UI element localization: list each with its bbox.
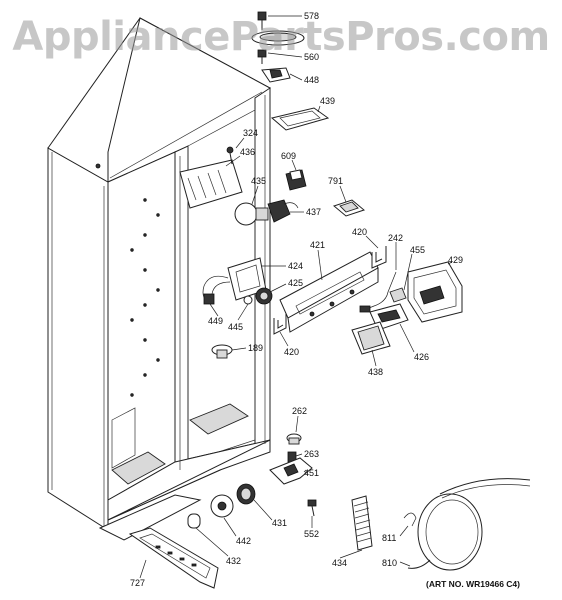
dispenser-control-group bbox=[351, 261, 463, 355]
bottom-hinge-group bbox=[269, 433, 313, 485]
bulb-and-socket bbox=[234, 169, 307, 226]
callout-labels: 578 560 448 439 324 436 609 435 437 791 … bbox=[130, 11, 463, 588]
callout-262: 262 bbox=[292, 406, 307, 416]
callout-560: 560 bbox=[304, 52, 319, 62]
fresh-food-cabinet bbox=[47, 17, 271, 541]
roller-group bbox=[187, 483, 317, 529]
callout-437: 437 bbox=[306, 207, 321, 217]
callout-810: 810 bbox=[382, 558, 397, 568]
callout-435: 435 bbox=[251, 176, 266, 186]
callout-448: 448 bbox=[304, 75, 319, 85]
callout-436: 436 bbox=[240, 147, 255, 157]
callout-420-top: 420 bbox=[352, 227, 367, 237]
callout-449: 449 bbox=[208, 316, 223, 326]
callout-432: 432 bbox=[226, 556, 241, 566]
filter-panel-434 bbox=[351, 495, 373, 551]
callout-811: 811 bbox=[382, 533, 396, 543]
callout-242: 242 bbox=[388, 233, 403, 243]
top-hinge-group bbox=[251, 11, 305, 83]
art-number: (ART NO. WR19466 C4) bbox=[426, 579, 520, 589]
callout-727: 727 bbox=[130, 578, 145, 588]
callout-324: 324 bbox=[243, 128, 258, 138]
kickplate-727 bbox=[128, 527, 219, 589]
water-line-coil bbox=[403, 478, 531, 571]
leader-lines bbox=[139, 15, 453, 579]
part-cover-439 bbox=[270, 107, 330, 131]
callout-609: 609 bbox=[281, 151, 296, 161]
callout-425: 425 bbox=[288, 278, 303, 288]
callout-552: 552 bbox=[304, 529, 319, 539]
control-housing-421 bbox=[273, 246, 387, 335]
part-791 bbox=[332, 199, 366, 217]
light-housing-436 bbox=[179, 146, 243, 209]
callout-439: 439 bbox=[320, 96, 335, 106]
callout-455: 455 bbox=[410, 245, 425, 255]
callout-421: 421 bbox=[310, 240, 325, 250]
callout-426: 426 bbox=[414, 352, 429, 362]
watermark-text: AppliancePartsPros.com bbox=[12, 14, 550, 60]
callout-451: 451 bbox=[304, 468, 319, 478]
callout-424: 424 bbox=[288, 261, 303, 271]
callout-445: 445 bbox=[228, 322, 243, 332]
callout-578: 578 bbox=[304, 11, 319, 21]
callout-189: 189 bbox=[248, 343, 263, 353]
callout-434: 434 bbox=[332, 558, 347, 568]
thermostat-group bbox=[202, 257, 273, 305]
callout-442: 442 bbox=[236, 536, 251, 546]
callout-431: 431 bbox=[272, 518, 287, 528]
callout-420-bottom: 420 bbox=[284, 347, 299, 357]
callout-263: 263 bbox=[304, 449, 319, 459]
callout-791: 791 bbox=[328, 176, 343, 186]
callout-429: 429 bbox=[448, 255, 463, 265]
callout-438: 438 bbox=[368, 367, 383, 377]
